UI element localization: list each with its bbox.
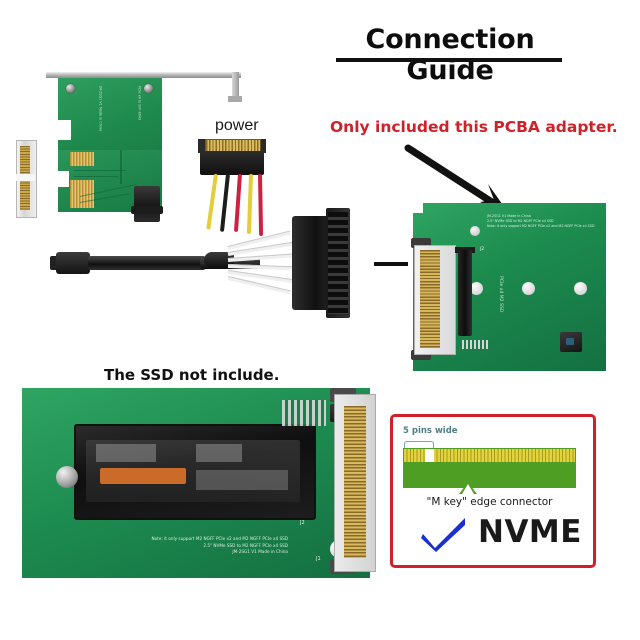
u2-plug-ribs <box>328 212 348 314</box>
adapter-hole-top <box>470 226 480 236</box>
adapter-u2-contacts <box>420 250 440 348</box>
nvme-verdict: NVME <box>478 514 582 550</box>
adapter-chip-top <box>566 338 574 345</box>
connection-line <box>374 262 408 266</box>
m2-socket <box>458 250 472 336</box>
pcie-silkscreen-2: PCIe x4 to SFF-8643 <box>137 86 142 121</box>
adapter-silk-line-1: JM-2SG1 V1 Made in China <box>487 214 531 218</box>
m-key-notch-pointer-icon <box>459 482 477 494</box>
adapter-connector-cap-bottom <box>411 350 431 360</box>
power-wire-yellow-2 <box>246 173 253 235</box>
board-smd-pads <box>282 400 326 426</box>
pcba-adapter-note: Only included this PCBA adapter. <box>330 118 618 136</box>
pcie-bracket <box>46 72 241 78</box>
board-label-j1: J1 <box>316 556 321 562</box>
signal-wire <box>227 253 296 262</box>
pcie-gold-finger-short <box>70 152 94 166</box>
bracket-screw-left <box>66 84 75 93</box>
pcb-trace <box>120 150 122 184</box>
adapter-vertical-text: PCIe x4 M2 SSD <box>498 276 504 313</box>
power-wire-yellow <box>206 173 218 230</box>
board-silk-line-2: 2.5" NVMe SSD to M2 NGFF PCIe x4 SSD <box>203 542 288 548</box>
cable-plug-tip <box>50 256 59 270</box>
m-key-inset-panel <box>390 414 596 568</box>
adapter-silkscreen: JM-2SG1 V1 Made in China 2.5" NVMe SSD t… <box>487 214 599 229</box>
adapter-mount-hole-1 <box>470 282 483 295</box>
adapter-connector-cap-top <box>411 238 431 248</box>
ssd-label-accent <box>100 468 186 484</box>
sff-8643-socket <box>134 186 160 222</box>
adapter-silk-line-3: Note: it only support M2 NGFF PCIe x2 an… <box>487 223 595 228</box>
ssd-label-block <box>196 470 288 490</box>
title-underline <box>336 58 562 62</box>
ssd-not-included-note: The SSD not include. <box>104 366 280 384</box>
pins-brace <box>404 441 434 449</box>
pcb-notch-2 <box>58 171 69 187</box>
sata-power-cap-left <box>198 139 206 153</box>
adapter-mount-hole-2 <box>522 282 535 295</box>
board-label-j2: J2 <box>300 520 305 526</box>
sata-power-cap-right <box>258 139 266 153</box>
power-label: power <box>215 117 259 134</box>
ssd-label-block <box>196 444 242 462</box>
board-silk-line-1: JM-2SG1 V1 Made in China <box>232 549 288 555</box>
sata-power-connector <box>200 151 264 175</box>
page-title: Connection Guide <box>365 24 535 86</box>
power-wire-red <box>233 173 242 232</box>
signal-wire <box>227 264 297 271</box>
m-key-pin-group-short <box>404 449 425 462</box>
adapter-pad-row <box>462 340 488 349</box>
adapter-mount-hole-3 <box>574 282 587 295</box>
adapter-label-j2: J2 <box>480 247 485 252</box>
board-mount-screw <box>56 466 78 488</box>
pcb-trace <box>74 170 126 172</box>
adapter-silk-line-2: 2.5" NVMe SSD to M2 NGFF PCIe x4 SSD <box>487 218 554 223</box>
pcb-trace <box>74 176 118 178</box>
m-key-gap <box>425 449 434 462</box>
pcie-silkscreen-1: JM-2SG1 V1 Made in China <box>98 86 103 132</box>
sff-8643-cable <box>88 256 206 270</box>
power-wire-red-2 <box>258 173 264 237</box>
board-silk-line-3: Note: it only support M2 NGFF PCIe x2 an… <box>151 536 288 541</box>
ssd-label-block <box>96 444 156 462</box>
sff-8643-socket-lip <box>131 206 163 214</box>
pcb-notch <box>58 120 71 140</box>
board-silkscreen: Note: it only support M2 NGFF PCIe x2 an… <box>38 536 288 556</box>
pcie-bracket-tab <box>232 72 239 102</box>
adapter-corner-cut <box>413 203 423 213</box>
power-wire-black <box>219 173 230 232</box>
pcie-slot-key <box>16 174 35 181</box>
sff-8643-cable-plug <box>56 252 90 274</box>
blue-check-icon <box>421 518 465 552</box>
cable-boot <box>204 252 234 268</box>
pcie-bracket-foot <box>228 96 242 102</box>
m-key-pin-group-long <box>434 449 575 462</box>
bracket-screw-right <box>144 84 153 93</box>
board-u2-contacts <box>344 406 366 558</box>
five-pins-label: 5 pins wide <box>403 426 458 436</box>
m-key-caption: "M key" edge connector <box>426 496 553 508</box>
